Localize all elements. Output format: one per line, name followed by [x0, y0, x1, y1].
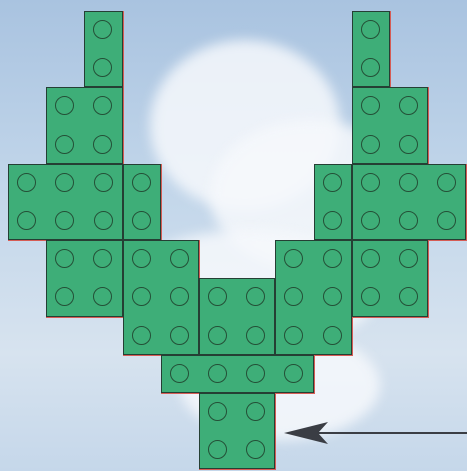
arrow-icon: [0, 0, 467, 471]
